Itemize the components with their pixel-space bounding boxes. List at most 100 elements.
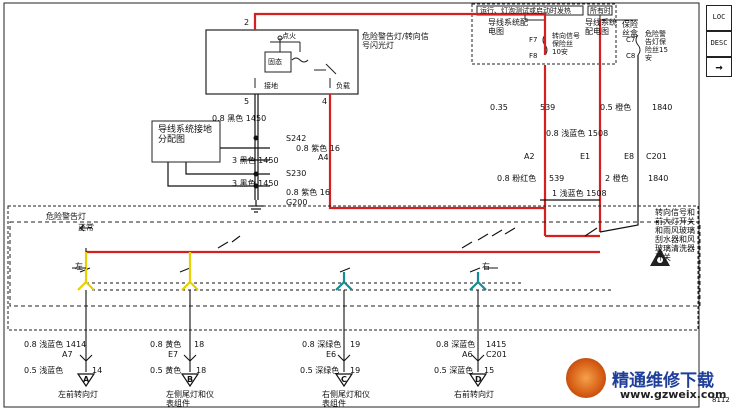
- c4-label: 右前转向灯: [454, 390, 494, 399]
- flasher-ground-label: 接地: [264, 82, 278, 90]
- red-wire-pin4: [328, 94, 545, 210]
- fuse-right-block: 导线系统配电图: [585, 18, 617, 36]
- wire-label-r6: 1 浅蓝色 1508: [552, 189, 607, 198]
- c4-conn: A6: [462, 350, 473, 359]
- ground-g200-label: G200: [286, 198, 308, 207]
- c1-letter: A: [83, 375, 90, 384]
- fuse-right-symbol: [635, 34, 641, 56]
- footer-code: 8112: [712, 396, 730, 404]
- fuse-right-name: 危险警告灯保险丝15安: [645, 30, 668, 62]
- wire-label-r2a: 0.5 橙色: [600, 103, 632, 112]
- c1-wire2: 0.5 浅蓝色: [24, 366, 64, 375]
- desc-button[interactable]: DESC: [706, 31, 732, 57]
- load-d-icon: [468, 373, 488, 388]
- wire-label-w4: 3 黑色 1450: [232, 179, 279, 188]
- fuse-left-block: 导线系统配电图: [488, 18, 528, 36]
- flasher-circuit-label: 固态: [268, 58, 282, 66]
- c4-pin: 15: [484, 366, 495, 375]
- ground-dist-box: [151, 120, 221, 163]
- ground-dist-label: 导线系统接地分配图: [158, 125, 213, 145]
- flasher-title: 危险警告灯/转向信号闪光灯: [362, 32, 429, 50]
- c2-letter: B: [187, 375, 194, 384]
- switch-right: 右: [482, 262, 490, 271]
- c4-letter: D: [475, 375, 482, 384]
- teal-legs: [335, 272, 487, 291]
- red-circuits: [86, 12, 602, 254]
- loc-button[interactable]: LOC: [706, 5, 732, 31]
- switch-contacts: [79, 227, 612, 291]
- warning-triangle-icon: [650, 248, 670, 266]
- wire-label-r5a: 2 橙色: [605, 174, 629, 183]
- c1-pin: 14: [92, 366, 103, 375]
- c1-conn: A7: [62, 350, 73, 359]
- wire-label-w2: 0.8 紫色 16: [296, 144, 340, 153]
- c2-wire: 0.8 黄色: [150, 340, 182, 349]
- flasher-pin4: 4: [322, 97, 328, 106]
- c3-label: 右侧尾灯和仪表组件: [322, 390, 370, 408]
- c3-circ: 19: [350, 340, 361, 349]
- fuse-box-title: 保险丝盒: [622, 20, 638, 38]
- fuse-left-id-2: F8: [529, 52, 538, 60]
- c4-wire2: 0.5 深蓝色: [434, 366, 474, 375]
- switch-title: 危险警告灯: [46, 212, 86, 221]
- conn-e1: E1: [580, 152, 591, 161]
- wire-label-r2b: 1840: [652, 103, 673, 112]
- yellow-legs: [77, 252, 199, 291]
- c3-wire: 0.8 深绿色: [302, 340, 342, 349]
- c4-circ: 1415: [486, 340, 507, 349]
- c3-conn: E6: [326, 350, 337, 359]
- switch-normal: 正常: [78, 223, 94, 232]
- c4-wire: 0.8 深蓝色: [436, 340, 476, 349]
- fuse-right-id-1: C7: [626, 36, 636, 44]
- wire-label-w3: 3 黑色 1450: [232, 156, 279, 165]
- fuse-header-left: 运行、灯泡测试或启动时发热: [480, 7, 571, 15]
- bottom-leads: [85, 290, 479, 372]
- wire-label-r1a: 0.35: [490, 103, 508, 112]
- next-page-button[interactable]: →: [706, 57, 732, 77]
- wire-label-r1b: 539: [540, 103, 556, 112]
- c3-letter: C: [341, 375, 347, 384]
- switch-outline: [7, 205, 699, 331]
- c2-pin: 18: [196, 366, 207, 375]
- c1-label: 左前转向灯: [58, 390, 98, 399]
- conn-c201: C201: [646, 152, 667, 161]
- desc-label: DESC: [710, 39, 728, 47]
- fuse-left-name: 转向信号保险丝10安: [552, 32, 580, 56]
- fuse-left-id-1: F7: [529, 36, 538, 44]
- conn-a2: A2: [524, 152, 535, 161]
- loc-label: LOC: [712, 13, 726, 21]
- c2-label: 左侧尾灯和仪表组件: [166, 390, 214, 408]
- flasher-pin-top: 2: [244, 18, 250, 27]
- c2-conn: E7: [168, 350, 179, 359]
- load-symbols: [76, 373, 488, 388]
- c3-wire2: 0.5 深绿色: [300, 366, 340, 375]
- footer-brand: 精通维修下载: [612, 371, 714, 391]
- flasher-pin5: 5: [244, 97, 250, 106]
- wire-label-r4a: 0.8 粉红色: [497, 174, 537, 183]
- fuse-box-outline: [471, 3, 617, 65]
- next-arrow-icon: →: [715, 60, 723, 74]
- c3-pin: 19: [350, 366, 361, 375]
- flasher-load-label: 负载: [336, 82, 350, 90]
- switch-inner-outline: [9, 221, 701, 307]
- load-b-icon: [180, 373, 200, 388]
- conn-a4: A4: [318, 153, 329, 162]
- wire-label-r3: 0.8 浅蓝色 1508: [546, 129, 609, 138]
- load-c-icon: [334, 373, 354, 388]
- wire-label-w5: 0.8 紫色 16: [286, 188, 330, 197]
- load-a-icon: [76, 373, 96, 388]
- splice-s230: S230: [286, 169, 307, 178]
- switch-left: 左: [75, 262, 83, 271]
- wire-label-r4b: 539: [549, 174, 565, 183]
- c2-circ: 18: [194, 340, 205, 349]
- fuse-right-id-2: C8: [626, 52, 636, 60]
- brand-logo-icon: [566, 358, 606, 398]
- fuse-header-right: 所有时间发热: [590, 7, 610, 15]
- switch-description: 转向信号和前大灯开关和雨风玻璃刮水器和风玻璃清洗器开关: [655, 208, 695, 262]
- wire-label-r5b: 1840: [648, 174, 669, 183]
- flasher-pin-top-label: 点火: [282, 32, 296, 40]
- conn-e8: E8: [624, 152, 635, 161]
- c1-wire: 0.8 浅蓝色 1414: [24, 340, 87, 349]
- footer-url: www.gzweix.com: [620, 388, 727, 401]
